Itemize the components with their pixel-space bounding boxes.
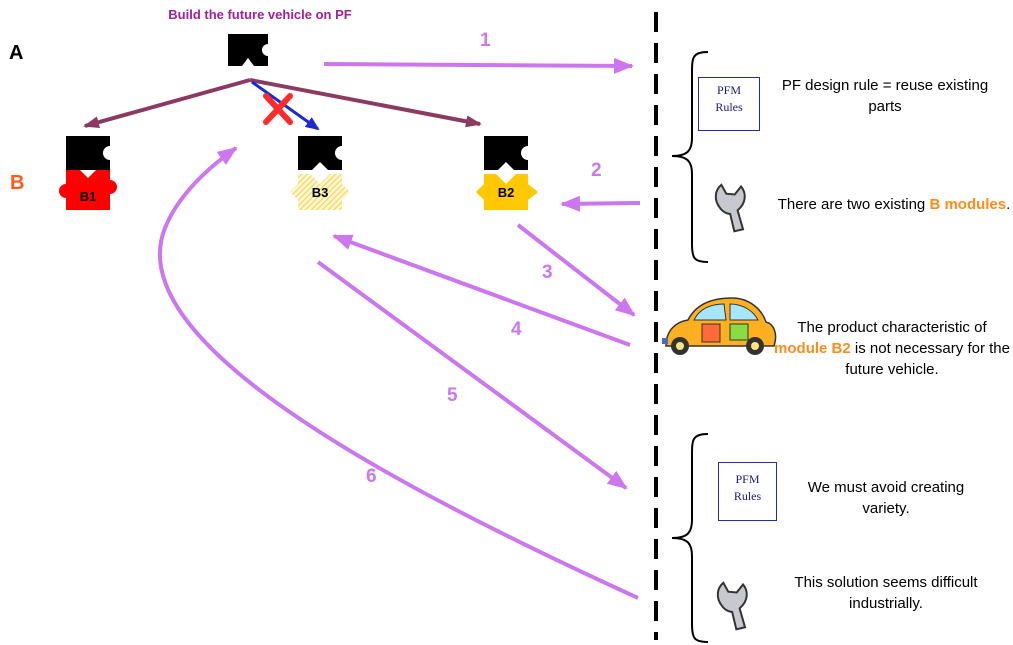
step-number-2: 2 [591,160,602,181]
diagram-title: Build the future vehicle on PF [168,7,352,22]
arrow-2 [560,195,641,212]
tree-edge-a-b2 [249,78,482,128]
module-b2-puzzle-icon [476,136,538,210]
module-b3-puzzle-icon [290,136,350,210]
note-design-rule: PF design rule = reuse existing parts [781,77,989,115]
note-existing-highlight: B modules [929,196,1007,213]
note-avoid-variety: We must avoid creating variety. [807,479,965,517]
note-existing-post: . [1006,196,1011,213]
arrow-1 [323,57,634,74]
wrench-icon-2 [716,581,748,631]
cross-icon [263,93,293,125]
arrow-4 [332,234,631,347]
arrow-3 [516,223,636,317]
note-existing-pre: There are two existing [777,196,930,213]
arrow-5 [316,260,628,490]
note-difficult: This solution seems difficult industrial… [794,574,978,612]
module-b1-label: B1 [79,189,97,204]
level-a-label: A [9,42,24,64]
step-number-4: 4 [511,319,522,340]
note-char-post: is not necessary for the future vehicle. [845,340,1010,378]
wrench-icon [714,183,746,233]
pfm-rules-line2: Rules [715,100,743,114]
module-a-puzzle-icon [228,34,268,66]
pfm-rules-box-2: PFM Rules [718,462,777,521]
brace-top [671,51,709,263]
level-b-label: B [10,172,25,194]
arrow-6 [157,146,639,600]
tree-edge-a-b1 [83,78,251,129]
note-existing-modules: There are two existing B modules. [776,194,1012,215]
brace-bottom [671,433,709,643]
pfm-rules-box: PFM Rules [698,77,760,131]
step-number-1: 1 [480,30,491,51]
pfm-rules-2-line1: PFM [735,472,760,486]
car-icon [662,297,777,355]
step-number-5: 5 [447,385,458,406]
pfm-rules-line1: PFM [716,83,742,97]
module-b1-puzzle-icon [59,136,117,210]
module-b2-label: B2 [497,185,515,200]
step-number-6: 6 [366,466,377,487]
pfm-rules-2-line2: Rules [733,489,762,503]
note-char-highlight: module B2 [774,340,851,357]
note-product-characteristic: The product characteristic of module B2 … [774,317,1010,380]
module-b3-label: B3 [311,185,329,200]
step-number-3: 3 [542,262,553,283]
note-char-pre: The product characteristic of [797,319,987,336]
